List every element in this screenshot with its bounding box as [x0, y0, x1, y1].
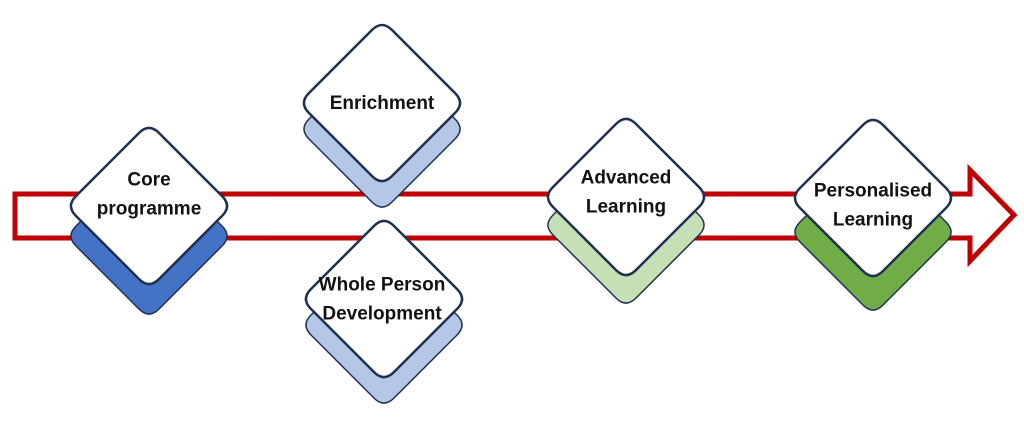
nodes-layer [69, 23, 953, 404]
diamond-node-advanced [546, 117, 706, 304]
diamond-face-enrichment [302, 23, 462, 183]
diamond-face-personalised [793, 118, 953, 278]
diamond-face-core [69, 126, 229, 286]
diamond-node-core [69, 126, 229, 315]
diamond-face-whole-person [304, 219, 464, 379]
diamond-node-personalised [793, 118, 953, 311]
diamond-face-advanced [546, 117, 706, 277]
diamond-node-enrichment [302, 23, 462, 208]
diamond-node-whole-person [304, 219, 464, 404]
